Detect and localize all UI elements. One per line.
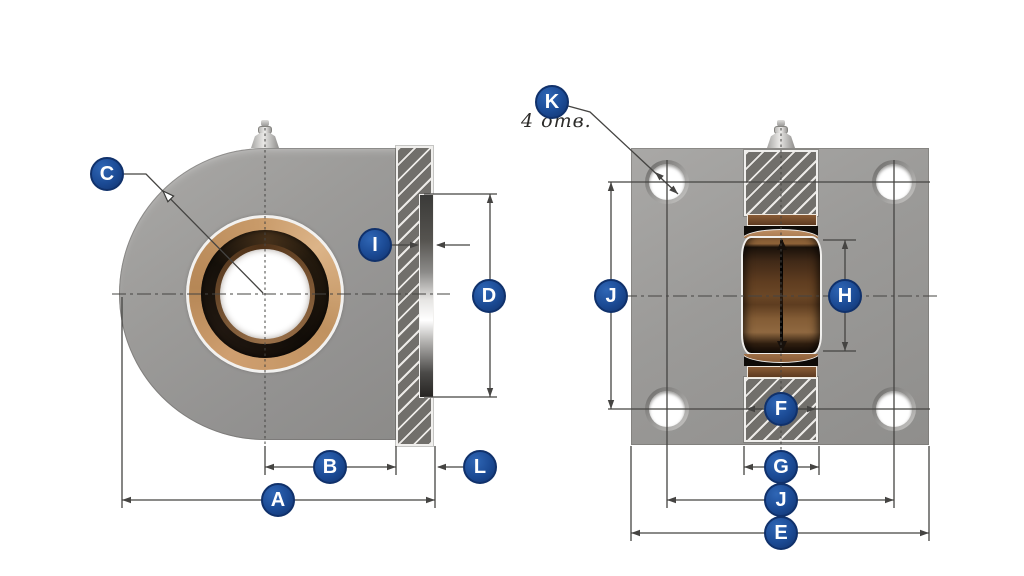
bushing-flange-bottom [747,366,817,378]
holes-count-note: 4 отв. [521,110,592,132]
dim-badge-l: L [463,450,497,484]
dim-badge-c: C [90,157,124,191]
dim-badge-b: B [313,450,347,484]
dim-badge-k: K [535,85,569,119]
dim-badge-j-left: J [594,279,628,313]
dim-badge-h: H [828,279,862,313]
grease-fitting-nub-icon [261,120,269,127]
dim-badge-e: E [764,516,798,550]
dim-badge-j-bottom: J [764,483,798,517]
dim-badge-a: A [261,483,295,517]
bushing-flange-top [747,214,817,226]
dim-badge-f: F [764,392,798,426]
dim-badge-i: I [358,228,392,262]
race-arc [744,354,818,363]
dim-badge-g: G [764,450,798,484]
split-notch-bottom [776,341,787,352]
dim-badge-d: D [472,279,506,313]
grease-fitting-nub-icon [777,120,785,127]
